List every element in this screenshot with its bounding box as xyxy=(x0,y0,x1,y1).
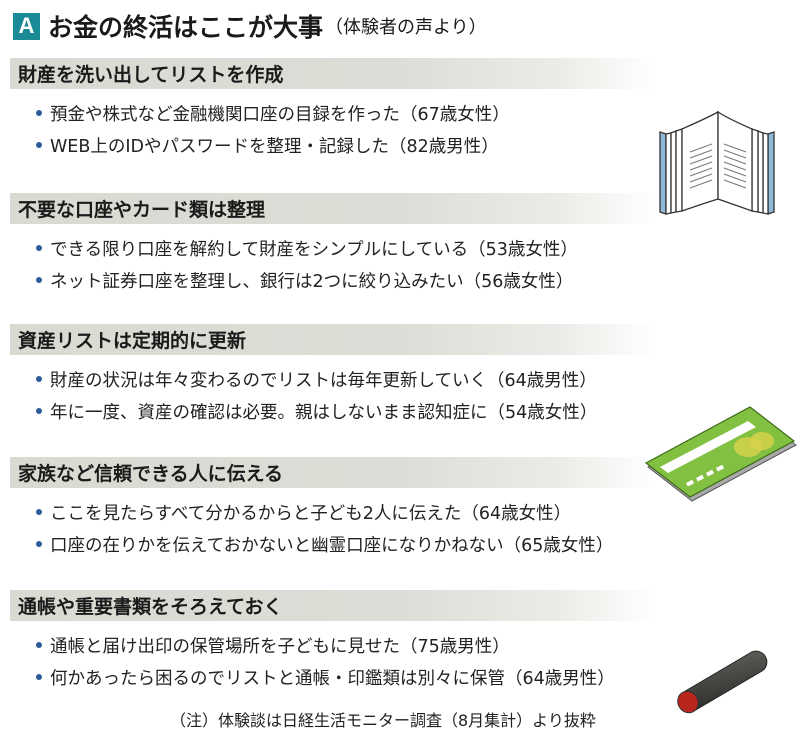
section-update-list: 資産リストは定期的に更新 財産の状況は年々変わるのでリストは毎年更新していく（6… xyxy=(10,324,790,427)
section-header: 不要な口座やカード類は整理 xyxy=(10,193,655,224)
section-title: 通帳や重要書類をそろえておく xyxy=(18,596,283,618)
bullet-icon xyxy=(36,245,42,251)
section-header: 資産リストは定期的に更新 xyxy=(10,324,655,355)
section-gather-documents: 通帳や重要書類をそろえておく 通帳と届け出印の保管場所を子どもに見せた（75歳男… xyxy=(10,590,790,693)
list-item: できる限り口座を解約して財産をシンプルにしている（53歳女性） xyxy=(10,232,790,264)
list-item: 預金や株式など金融機関口座の目録を作った（67歳女性） xyxy=(10,97,790,129)
bullet-icon xyxy=(36,376,42,382)
bullet-icon xyxy=(36,674,42,680)
bullet-icon xyxy=(36,142,42,148)
bullet-icon xyxy=(36,277,42,283)
list-item: WEB上のIDやパスワードを整理・記録した（82歳男性） xyxy=(10,129,790,161)
list-item: ネット証券口座を整理し、銀行は2つに絞り込みたい（56歳女性） xyxy=(10,264,790,296)
list-item: 口座の在りかを伝えておかないと幽霊口座になりかねない（65歳女性） xyxy=(10,528,790,560)
section-title: 資産リストは定期的に更新 xyxy=(18,330,247,352)
section-title: 家族など信頼できる人に伝える xyxy=(18,463,284,485)
section-badge: A xyxy=(13,12,40,40)
list-item: 何かあったら困るのでリストと通帳・印鑑類は別々に保管（64歳男性） xyxy=(10,661,790,693)
section-title: 不要な口座やカード類は整理 xyxy=(18,199,266,221)
bullet-icon xyxy=(36,541,42,547)
page-subtitle: （体験者の声より） xyxy=(325,17,487,38)
section-header: 通帳や重要書類をそろえておく xyxy=(10,590,655,621)
list-item: 年に一度、資産の確認は必要。親はしないまま認知症に（54歳女性） xyxy=(10,395,790,427)
personal-seal-icon xyxy=(677,650,768,714)
section-header: 家族など信頼できる人に伝える xyxy=(10,457,655,488)
list-item: 通帳と届け出印の保管場所を子どもに見せた（75歳男性） xyxy=(10,629,790,661)
section-organize-accounts: 不要な口座やカード類は整理 できる限り口座を解約して財産をシンプルにしている（5… xyxy=(10,193,790,296)
list-item: ここを見たらすべて分かるからと子ども2人に伝えた（64歳女性） xyxy=(10,496,790,528)
section-tell-family: 家族など信頼できる人に伝える ここを見たらすべて分かるからと子ども2人に伝えた（… xyxy=(10,457,790,560)
open-book-icon xyxy=(659,110,775,215)
bank-card-icon xyxy=(644,406,797,502)
bullet-icon xyxy=(36,509,42,515)
section-header: 財産を洗い出してリストを作成 xyxy=(10,58,655,89)
list-item: 財産の状況は年々変わるのでリストは毎年更新していく（64歳男性） xyxy=(10,363,790,395)
footnote: （注）体験談は日経生活モニター調査（8月集計）より抜粋 xyxy=(170,711,596,730)
page-title: お金の終活はここが大事 xyxy=(48,13,324,42)
bullet-icon xyxy=(36,642,42,648)
section-list-assets: 財産を洗い出してリストを作成 預金や株式など金融機関口座の目録を作った（67歳女… xyxy=(10,58,790,161)
section-title: 財産を洗い出してリストを作成 xyxy=(18,64,284,86)
page-title-row: A お金の終活はここが大事 （体験者の声より） xyxy=(13,11,487,42)
bullet-icon xyxy=(36,110,42,116)
bullet-icon xyxy=(36,408,42,414)
